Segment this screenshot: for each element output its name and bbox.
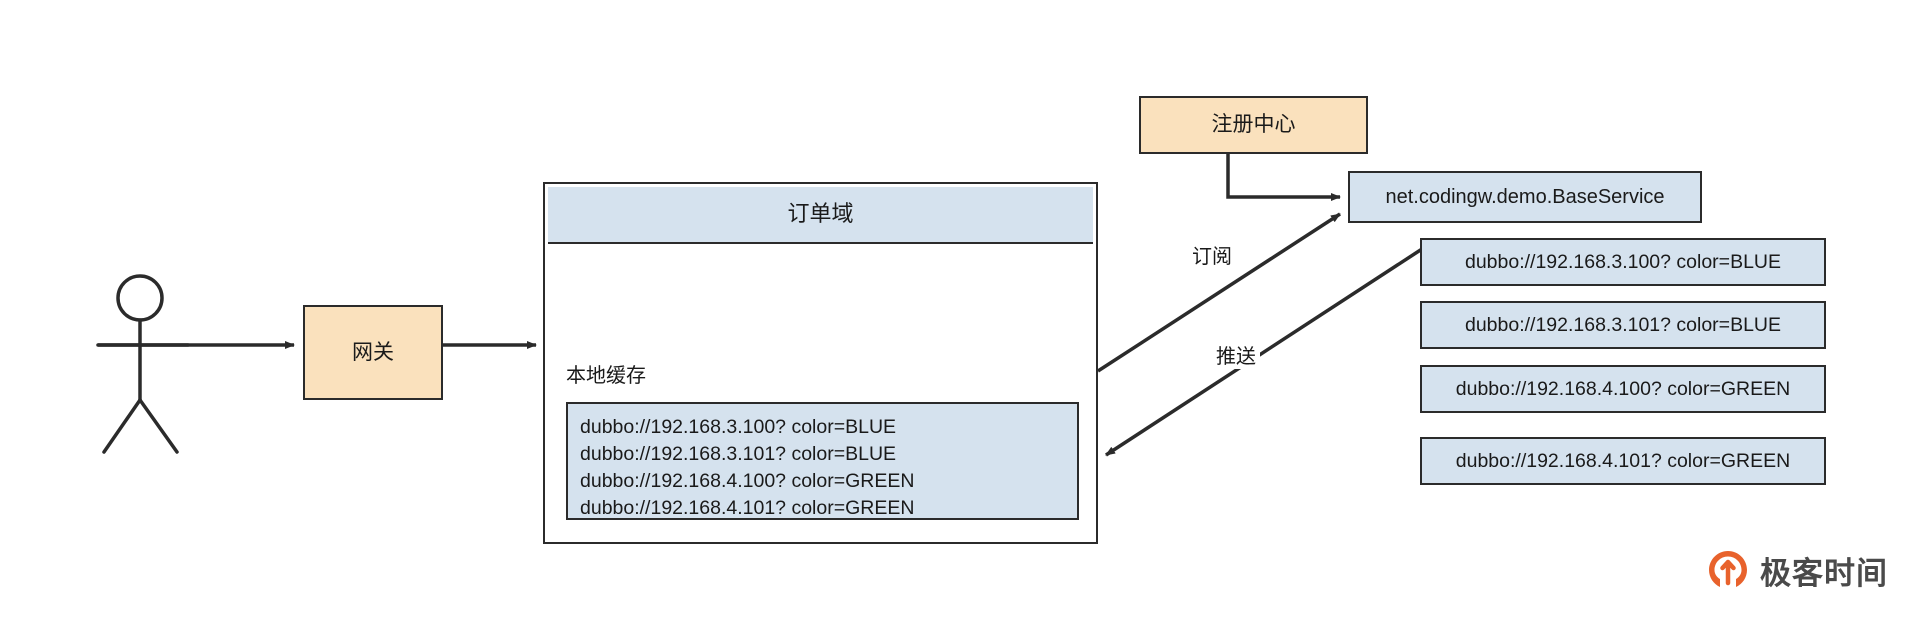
node-base-service[interactable]: net.codingw.demo.BaseService <box>1348 171 1702 223</box>
node-registry-center[interactable]: 注册中心 <box>1139 96 1368 154</box>
edge-push <box>1105 247 1423 457</box>
edge-registry-baseservice <box>1226 154 1341 201</box>
provider-url-text: dubbo://192.168.4.100? color=GREEN <box>1455 377 1791 400</box>
gateway-label: 网关 <box>352 340 394 364</box>
local-cache-box: dubbo://192.168.3.100? color=BLUE dubbo:… <box>566 402 1079 520</box>
provider-url-item[interactable]: dubbo://192.168.4.101? color=GREEN <box>1420 437 1826 485</box>
node-order-domain[interactable]: 订单域 本地缓存 dubbo://192.168.3.100? color=BL… <box>543 182 1098 544</box>
provider-url-item[interactable]: dubbo://192.168.3.101? color=BLUE <box>1420 301 1826 349</box>
cache-entry: dubbo://192.168.3.101? color=BLUE <box>580 443 897 465</box>
edge-label-push: 推送 <box>1212 340 1260 369</box>
order-domain-title: 订单域 <box>787 201 854 227</box>
edge-label-subscribe: 订阅 <box>1188 240 1236 269</box>
provider-url-text: dubbo://192.168.3.101? color=BLUE <box>1464 313 1782 336</box>
order-domain-header: 订单域 <box>548 187 1093 244</box>
geektime-logo-icon <box>1709 550 1747 587</box>
edge-subscribe <box>1097 212 1341 373</box>
base-service-label: net.codingw.demo.BaseService <box>1385 186 1665 208</box>
provider-url-text: dubbo://192.168.4.101? color=GREEN <box>1455 449 1791 472</box>
cache-entry: dubbo://192.168.3.100? color=BLUE <box>580 416 897 438</box>
brand-text: 极客时间 <box>1760 556 1888 591</box>
provider-url-item[interactable]: dubbo://192.168.4.100? color=GREEN <box>1420 365 1826 413</box>
cache-entry: dubbo://192.168.4.100? color=GREEN <box>580 470 915 492</box>
registry-center-label: 注册中心 <box>1211 113 1296 137</box>
node-gateway[interactable]: 网关 <box>303 305 443 400</box>
provider-url-item[interactable]: dubbo://192.168.3.100? color=BLUE <box>1420 238 1826 286</box>
local-cache-label: 本地缓存 <box>566 365 646 387</box>
brand-logo: 极客时间 <box>1706 548 1888 593</box>
cache-entry: dubbo://192.168.4.101? color=GREEN <box>580 497 915 519</box>
provider-url-text: dubbo://192.168.3.100? color=BLUE <box>1464 250 1782 273</box>
actor-icon <box>96 274 190 454</box>
